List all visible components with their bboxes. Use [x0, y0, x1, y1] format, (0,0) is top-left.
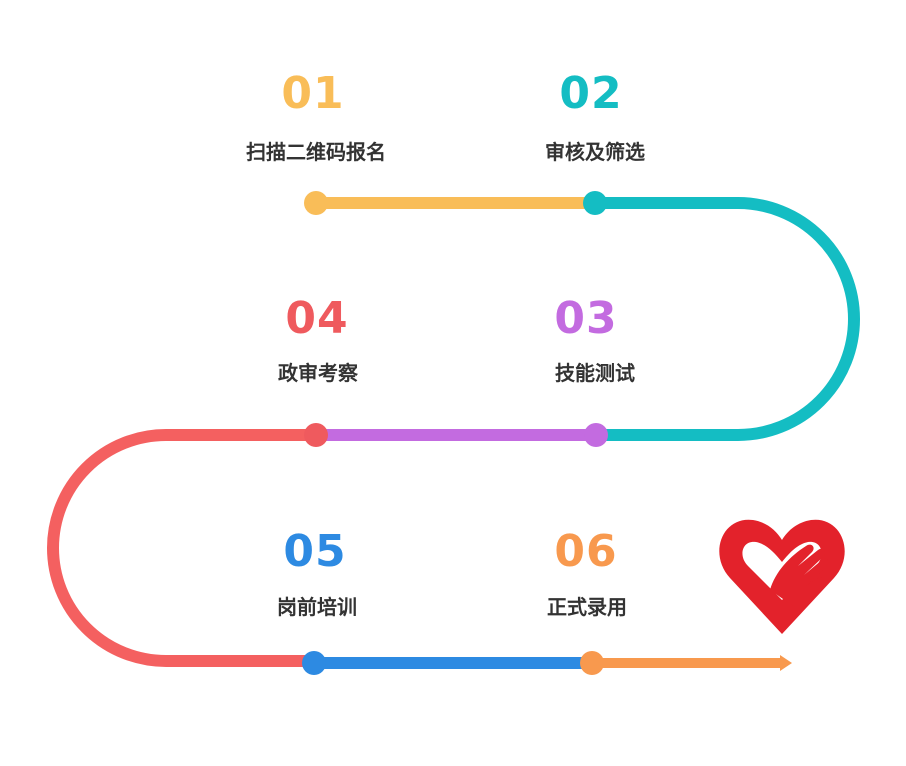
step-06-number: 06 — [554, 526, 618, 577]
node-02 — [583, 191, 607, 215]
step-04-label: 政审考察 — [278, 361, 358, 385]
step-06-label: 正式录用 — [547, 595, 627, 619]
step-05-label: 岗前培训 — [277, 595, 357, 619]
node-05 — [302, 651, 326, 675]
step-03-label: 技能测试 — [555, 361, 635, 385]
step-05-number: 05 — [283, 526, 347, 577]
node-06 — [580, 651, 604, 675]
step-04-number: 04 — [285, 293, 349, 344]
step-02-number: 02 — [559, 68, 623, 119]
segment-02-03 — [589, 197, 860, 441]
step-01-label: 扫描二维码报名 — [246, 140, 386, 164]
node-04 — [304, 423, 328, 447]
node-01 — [304, 191, 328, 215]
step-02-label: 审核及筛选 — [545, 140, 645, 164]
segment-04-05 — [47, 429, 322, 667]
volunteer-heart-logo-icon — [719, 519, 845, 634]
step-03-number: 03 — [554, 293, 618, 344]
node-03 — [584, 423, 608, 447]
arrow-end-icon — [780, 655, 792, 671]
step-01-number: 01 — [281, 68, 345, 119]
